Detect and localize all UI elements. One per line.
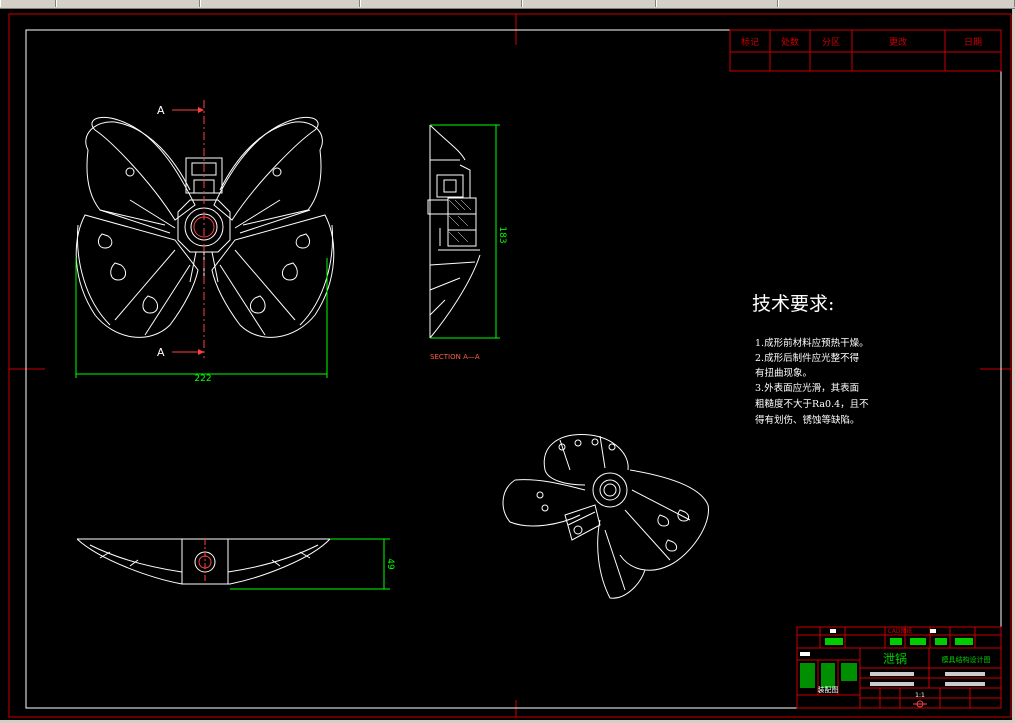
scale-value: 1:1: [915, 692, 925, 699]
tech-line-4: 3.外表面应光滑，其表面: [755, 382, 859, 394]
toolbar-strip[interactable]: [0, 0, 1015, 9]
tech-line-3: 有扭曲现象。: [755, 367, 812, 379]
isometric-view: [502, 434, 709, 599]
side-height-dimension: 49: [230, 538, 395, 590]
tech-line-6: 得有划伤、锈蚀等缺陷。: [755, 414, 860, 426]
title-block: [796, 626, 1002, 709]
section-view: [427, 124, 481, 339]
section-hatching: [448, 199, 472, 243]
section-indicator: A A: [157, 100, 205, 359]
toolbar-segment[interactable]: [200, 0, 360, 7]
part-name: 泄锅: [883, 651, 907, 666]
tech-line-2: 2.成形后制件应光整不得: [755, 352, 860, 364]
rev-header-zone: 分区: [822, 37, 840, 48]
rev-header-date: 日期: [964, 37, 982, 48]
section-label-top: A: [157, 104, 165, 117]
width-dimension: 222: [75, 258, 328, 384]
horizontal-scrollbar[interactable]: [0, 720, 1015, 723]
width-dimension-value: 222: [194, 374, 211, 384]
front-view: [75, 116, 335, 338]
inner-border: [25, 29, 1002, 709]
toolbar-segment[interactable]: [360, 0, 522, 7]
section-height-value: 183: [497, 226, 507, 243]
drawing-title: 模具结构设计图: [942, 655, 991, 664]
title-block-stamps: CAD图纸 泄锅 模具结构设计图 装配图 1:1: [800, 627, 991, 708]
rev-header-count: 处数: [781, 36, 799, 48]
side-view: [76, 538, 331, 585]
section-height-dimension: 183: [430, 124, 507, 339]
tech-title: 技术要求:: [752, 293, 834, 315]
section-label-bottom: A: [157, 346, 165, 359]
tech-line-5: 粗糙度不大于Ra0.4，且不: [755, 398, 869, 410]
drawing-frame: [8, 13, 1012, 718]
toolbar-segment[interactable]: [0, 0, 56, 7]
title-block-stamp-text: CAD图纸: [888, 627, 913, 635]
revision-table: 标记 处数 分区 更改 日期: [729, 29, 1002, 72]
section-caption: SECTION A—A: [430, 353, 480, 361]
rev-header-mark: 标记: [741, 36, 759, 48]
vertical-scrollbar[interactable]: [1012, 9, 1015, 723]
toolbar-segment[interactable]: [656, 0, 778, 7]
assembly-label: 装配图: [818, 685, 839, 694]
side-height-value: 49: [385, 558, 395, 570]
toolbar-segment[interactable]: [522, 0, 656, 7]
tech-requirements: 技术要求: 1.成形前材料应预热干燥。 2.成形后制件应光整不得 有扭曲现象。 …: [752, 293, 869, 426]
toolbar-segment[interactable]: [56, 0, 200, 7]
rev-header-change: 更改: [889, 36, 907, 48]
tech-line-1: 1.成形前材料应预热干燥。: [755, 337, 869, 349]
